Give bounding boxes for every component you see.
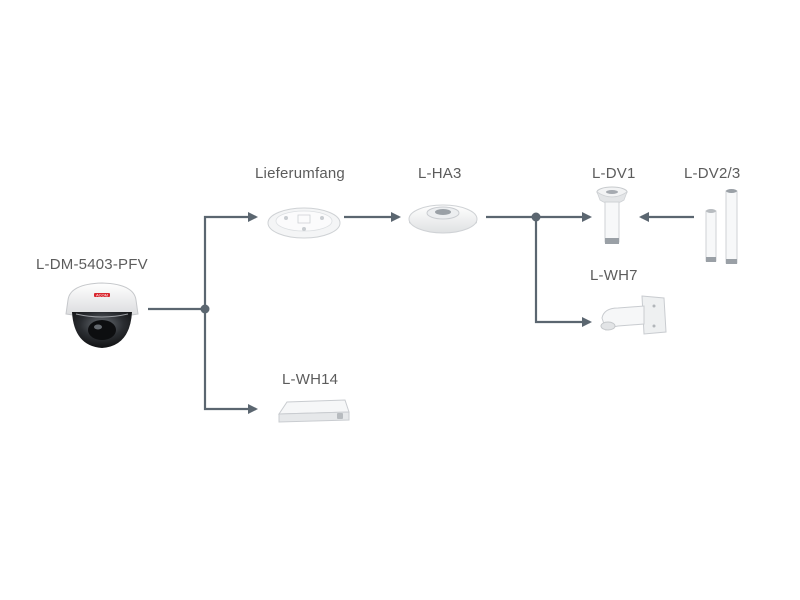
wh7-label: L-WH7 <box>590 267 638 284</box>
camera-brand-text: ACOM <box>96 293 108 298</box>
wh14-label: L-WH14 <box>282 371 339 388</box>
pole-dv1-image <box>596 186 628 244</box>
wall-box-wh14-image <box>278 399 350 423</box>
ha3-label: L-HA3 <box>418 165 462 182</box>
dv1-label: L-DV1 <box>592 165 636 182</box>
wall-bracket-wh7-image <box>600 295 667 335</box>
mounting-plate-image <box>267 207 341 239</box>
adapter-ha3-image <box>408 204 478 234</box>
dome-camera-image: ACOM <box>65 282 139 348</box>
poles-dv23-image <box>705 189 738 264</box>
arrow-to-wh14 <box>203 309 258 414</box>
arrow-to-scope <box>203 212 258 309</box>
arrow-to-wh7 <box>534 217 592 327</box>
camera-label: L-DM-5403-PFV <box>36 256 148 273</box>
junction-dot-camera <box>200 304 210 314</box>
scope-label: Lieferumfang <box>255 165 345 182</box>
junction-dot-ha3 <box>531 212 541 222</box>
dv23-label: L-DV2/3 <box>684 165 741 182</box>
